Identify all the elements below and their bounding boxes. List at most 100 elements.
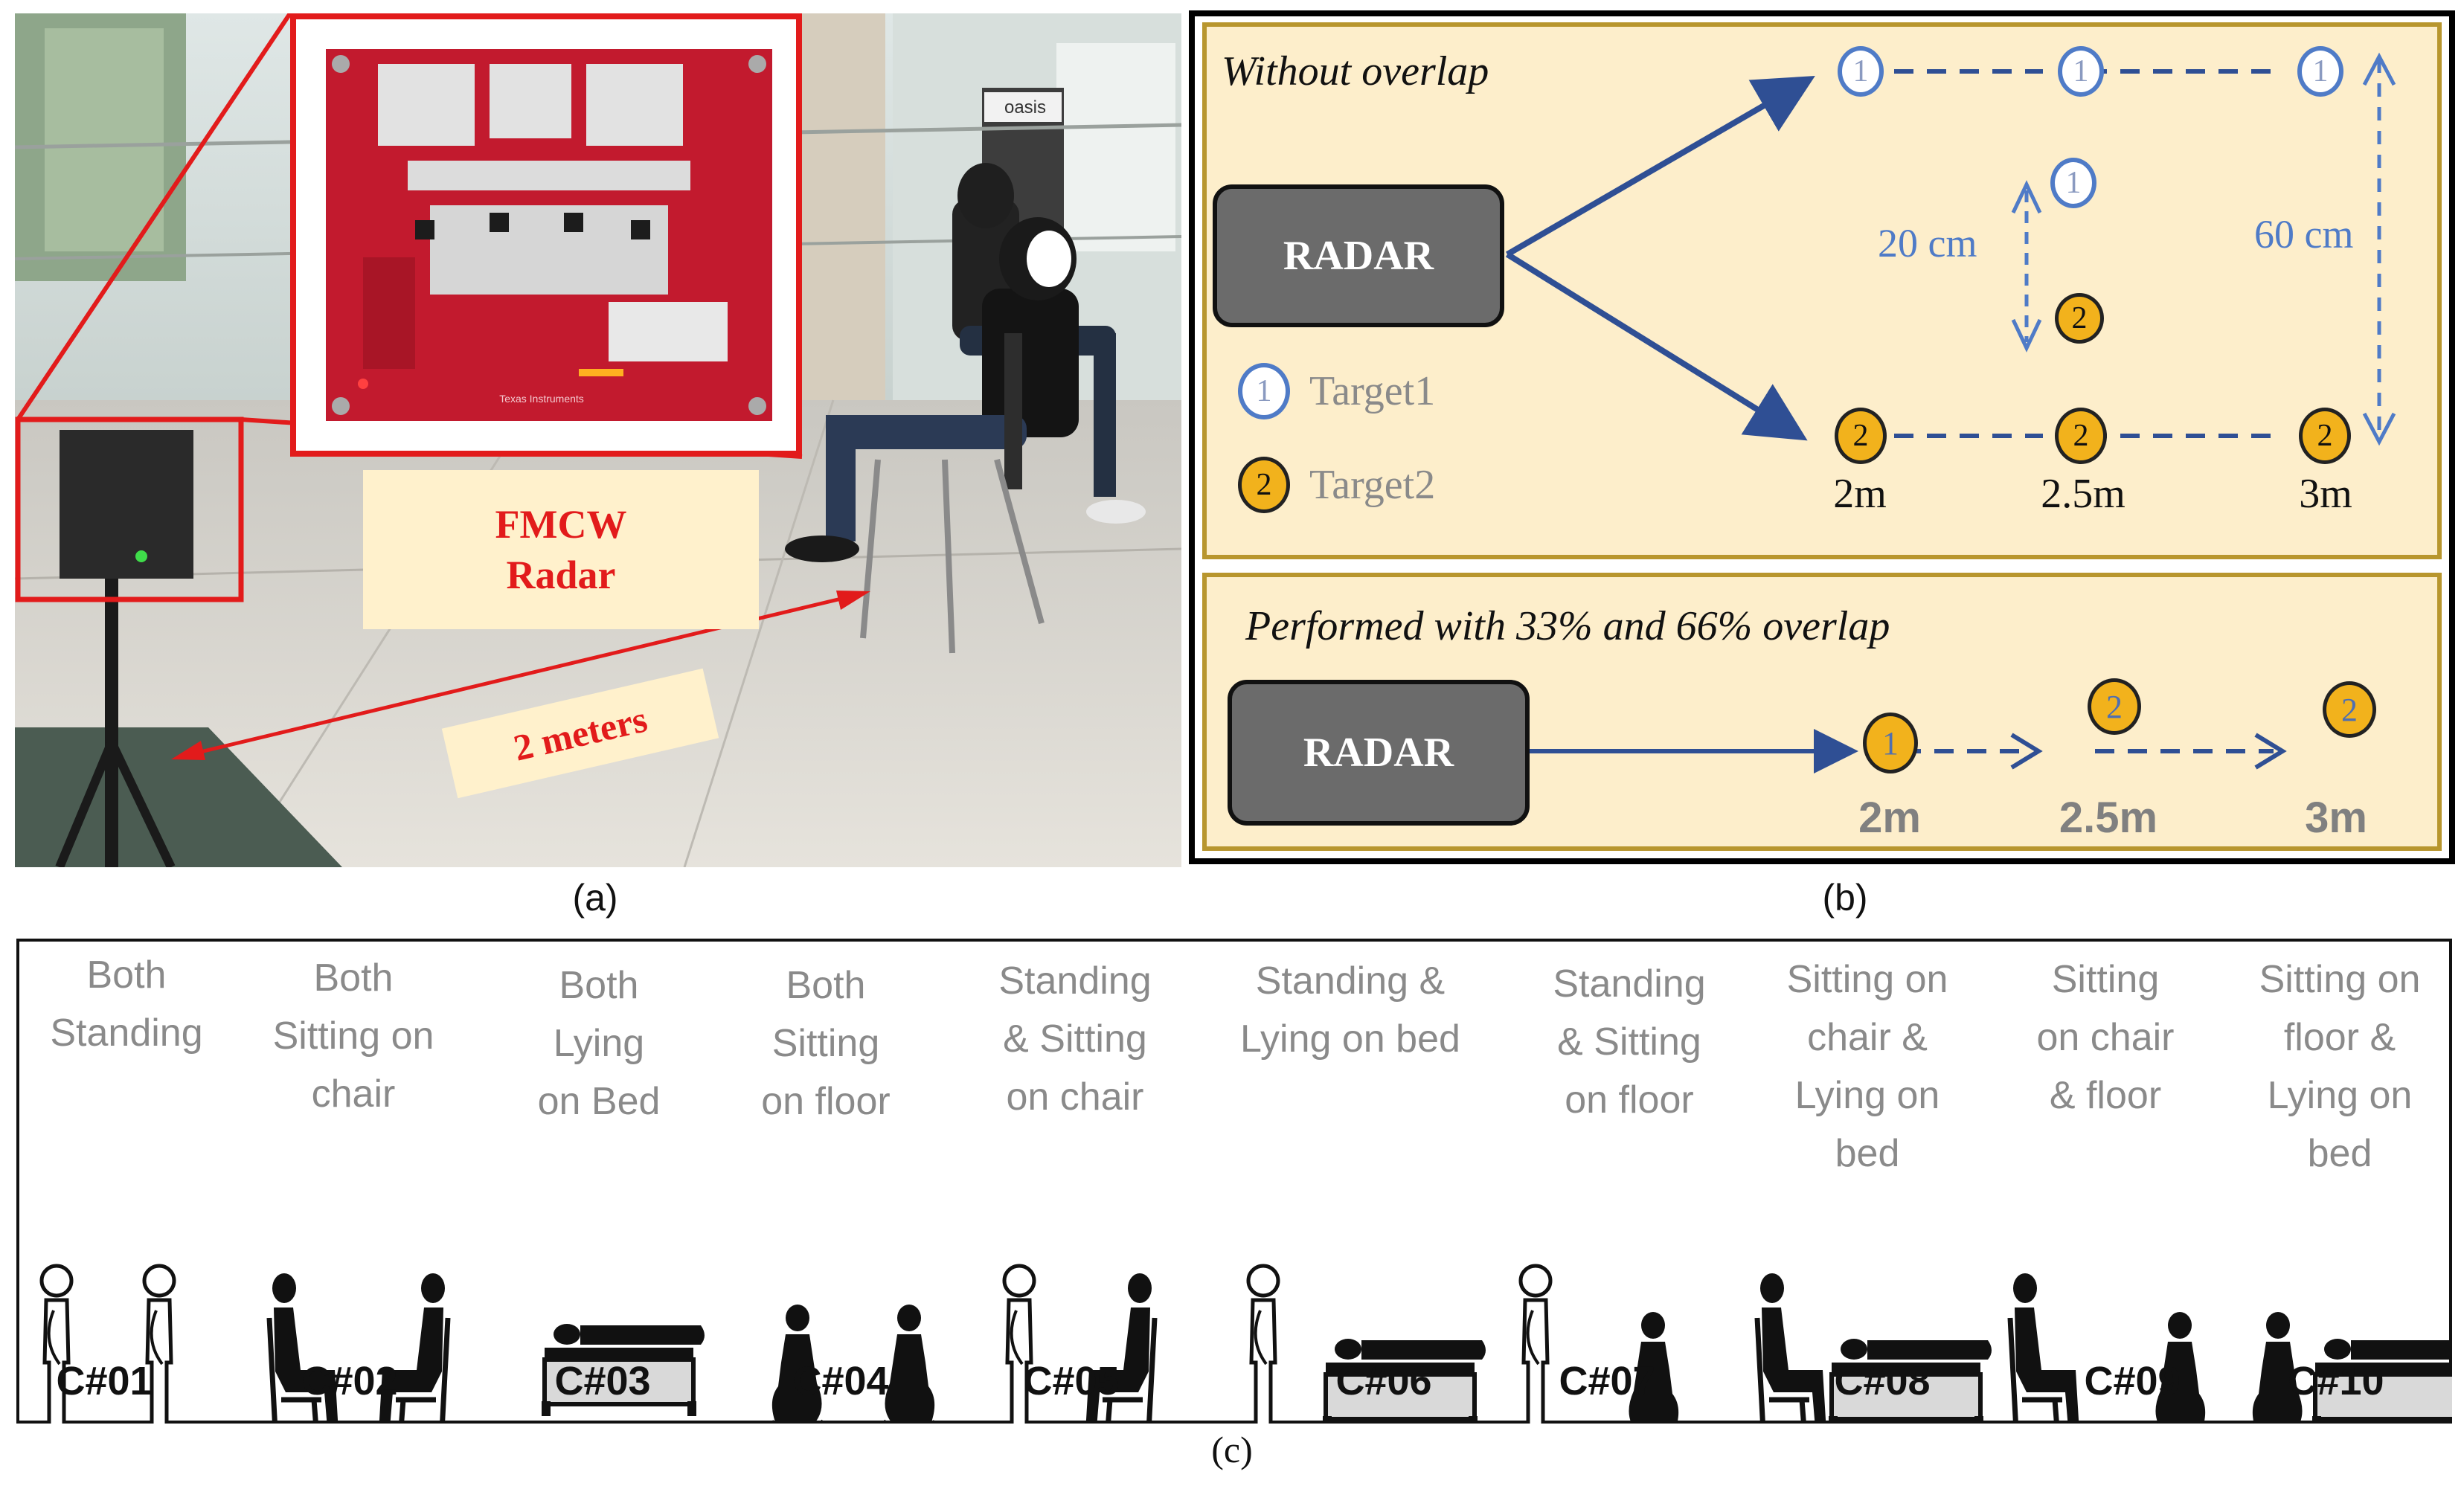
arrow-to-target1-row xyxy=(1505,75,1815,257)
overlap-distance-2m: 2m xyxy=(1858,794,1921,842)
class-code-c10: C#10 xyxy=(2288,1359,2384,1403)
desc-line: Sitting xyxy=(771,1022,880,1065)
legend-target1: 1 Target1 xyxy=(1238,363,1435,419)
target2-marker-3m: 2 xyxy=(2299,408,2351,464)
target1-num: 1 xyxy=(2065,166,2082,200)
overlap-marker-2m: 1 xyxy=(1863,713,1918,773)
desc-line: on chair xyxy=(2036,1016,2175,1059)
panel-b-top-title: Without overlap xyxy=(1222,48,1489,94)
radar-box-top: RADAR xyxy=(1213,184,1504,327)
caption-c: (c) xyxy=(1211,1429,1253,1470)
class-code-c06: C#06 xyxy=(1335,1359,1432,1403)
panel-c-frame xyxy=(16,939,2452,1424)
target2-num: 2 xyxy=(2073,419,2089,453)
target2-num: 2 xyxy=(2071,301,2088,335)
desc-line: & floor xyxy=(2049,1074,2162,1117)
radar-box-top-label: RADAR xyxy=(1283,233,1434,279)
radar-box-bottom: RADAR xyxy=(1228,680,1530,826)
class-code-c08: C#08 xyxy=(1834,1359,1931,1403)
target1-marker-3m: 1 xyxy=(2297,46,2343,97)
target2-marker-below: 2 xyxy=(2055,293,2104,344)
desc-line: Both xyxy=(786,964,866,1007)
class-code-c02: C#02 xyxy=(301,1359,398,1403)
overlap-marker-2m-num: 1 xyxy=(1882,724,1899,762)
class-desc-c07: Standing & Sitting on floor xyxy=(1525,955,1733,1129)
class-code-c05: C#05 xyxy=(1023,1359,1120,1403)
target1-num: 1 xyxy=(2073,54,2089,89)
overlap-marker-2-5m: 2 xyxy=(2088,678,2141,735)
radar-box-bottom-label: RADAR xyxy=(1303,730,1454,776)
overlap-distance-3m: 3m xyxy=(2305,794,2367,842)
legend-target2: 2 Target2 xyxy=(1238,457,1435,513)
panel-b-top-diagram xyxy=(1505,52,2396,446)
desc-line: Standing xyxy=(998,959,1152,1003)
target2-marker-2m: 2 xyxy=(1835,408,1887,464)
desc-line: on Bed xyxy=(537,1080,661,1123)
class-code-c09: C#09 xyxy=(2084,1359,2181,1403)
class-desc-c10: Sitting on floor & Lying on bed xyxy=(2232,951,2448,1183)
desc-line: bed xyxy=(2307,1132,2372,1175)
board-brand-text: Texas Instruments xyxy=(499,393,584,405)
overlap-marker-3m-num: 2 xyxy=(2341,691,2358,728)
desc-line: Standing xyxy=(1553,962,1706,1006)
distance-label-2m: 2m xyxy=(1833,471,1887,517)
arrow-to-target2-row xyxy=(1505,251,1808,441)
desc-line: Sitting on xyxy=(272,1014,434,1058)
class-code-c07: C#07 xyxy=(1559,1359,1655,1403)
desc-line: Both xyxy=(313,956,394,1000)
desc-line: Lying on xyxy=(2267,1074,2413,1117)
class-desc-c03: Both Lying on Bed xyxy=(506,956,692,1130)
fmcw-label-line1: FMCW xyxy=(495,502,627,547)
desc-line: Lying xyxy=(553,1022,645,1065)
desc-line: Sitting on xyxy=(2259,958,2421,1001)
distance-label-2-5m: 2.5m xyxy=(2041,471,2125,517)
desc-line: chair xyxy=(311,1072,396,1116)
desc-line: & Sitting xyxy=(1557,1020,1701,1064)
class-code-c03: C#03 xyxy=(554,1359,651,1403)
desc-line: on floor xyxy=(761,1080,891,1123)
class-desc-c08: Sitting on chair & Lying on bed xyxy=(1756,951,1979,1183)
target1-num: 1 xyxy=(2312,54,2329,89)
desc-line: on floor xyxy=(1565,1078,1694,1122)
target1-marker-2m: 1 xyxy=(1838,46,1884,97)
desc-line: Lying on xyxy=(1794,1074,1940,1117)
posture-pictograms xyxy=(16,939,2452,1424)
class-desc-c05: Standing & Sitting on chair xyxy=(975,952,1175,1126)
class-desc-c02: Both Sitting on chair xyxy=(246,949,461,1123)
desc-line: Sitting xyxy=(2051,958,2160,1001)
fmcw-label-line2: Radar xyxy=(506,553,616,597)
desc-line: Lying on bed xyxy=(1240,1017,1460,1061)
c06-figure-standing xyxy=(1248,1266,1278,1424)
legend-target1-icon: 1 xyxy=(1238,363,1290,419)
desc-line: Standing xyxy=(50,1011,203,1055)
legend-target2-label: Target2 xyxy=(1309,462,1436,508)
desc-line: on chair xyxy=(1006,1075,1144,1119)
oasis-sign: oasis xyxy=(1004,97,1046,118)
desc-line: Sitting on xyxy=(1786,958,1948,1001)
desc-line: Both xyxy=(559,964,639,1007)
desc-line: Standing & xyxy=(1255,959,1446,1003)
legend-target2-num: 2 xyxy=(1256,468,1272,502)
target1-num: 1 xyxy=(1852,54,1869,89)
panel-b-bottom-diagram xyxy=(1530,729,2287,773)
class-code-c04: C#04 xyxy=(792,1359,889,1403)
desc-line: bed xyxy=(1835,1132,1900,1175)
class-desc-c06: Standing & Lying on bed xyxy=(1205,952,1495,1068)
distance-label-3m: 3m xyxy=(2299,471,2352,517)
desc-line: & Sitting xyxy=(1003,1017,1147,1061)
target1-marker-2-5m: 1 xyxy=(2058,46,2104,97)
caption-a: (a) xyxy=(572,877,618,919)
target2-num: 2 xyxy=(2317,419,2333,453)
height-label: 60 cm xyxy=(2254,212,2354,257)
desc-line: chair & xyxy=(1807,1016,1928,1059)
panel-a-photo: oasis xyxy=(14,12,1182,869)
panel-b-bottom-title: Performed with 33% and 66% overlap xyxy=(1245,603,1890,649)
target2-num: 2 xyxy=(1852,419,1869,453)
class-desc-c09: Sitting on chair & floor xyxy=(2009,951,2202,1125)
caption-b: (b) xyxy=(1822,877,1868,919)
radar-board-zoom: Texas Instruments xyxy=(290,13,802,457)
legend-target1-label: Target1 xyxy=(1309,368,1436,414)
class-desc-c04: Both Sitting on floor xyxy=(737,956,915,1130)
class-desc-c01: Both Standing xyxy=(30,946,223,1062)
target1-marker-elevated: 1 xyxy=(2050,158,2096,208)
